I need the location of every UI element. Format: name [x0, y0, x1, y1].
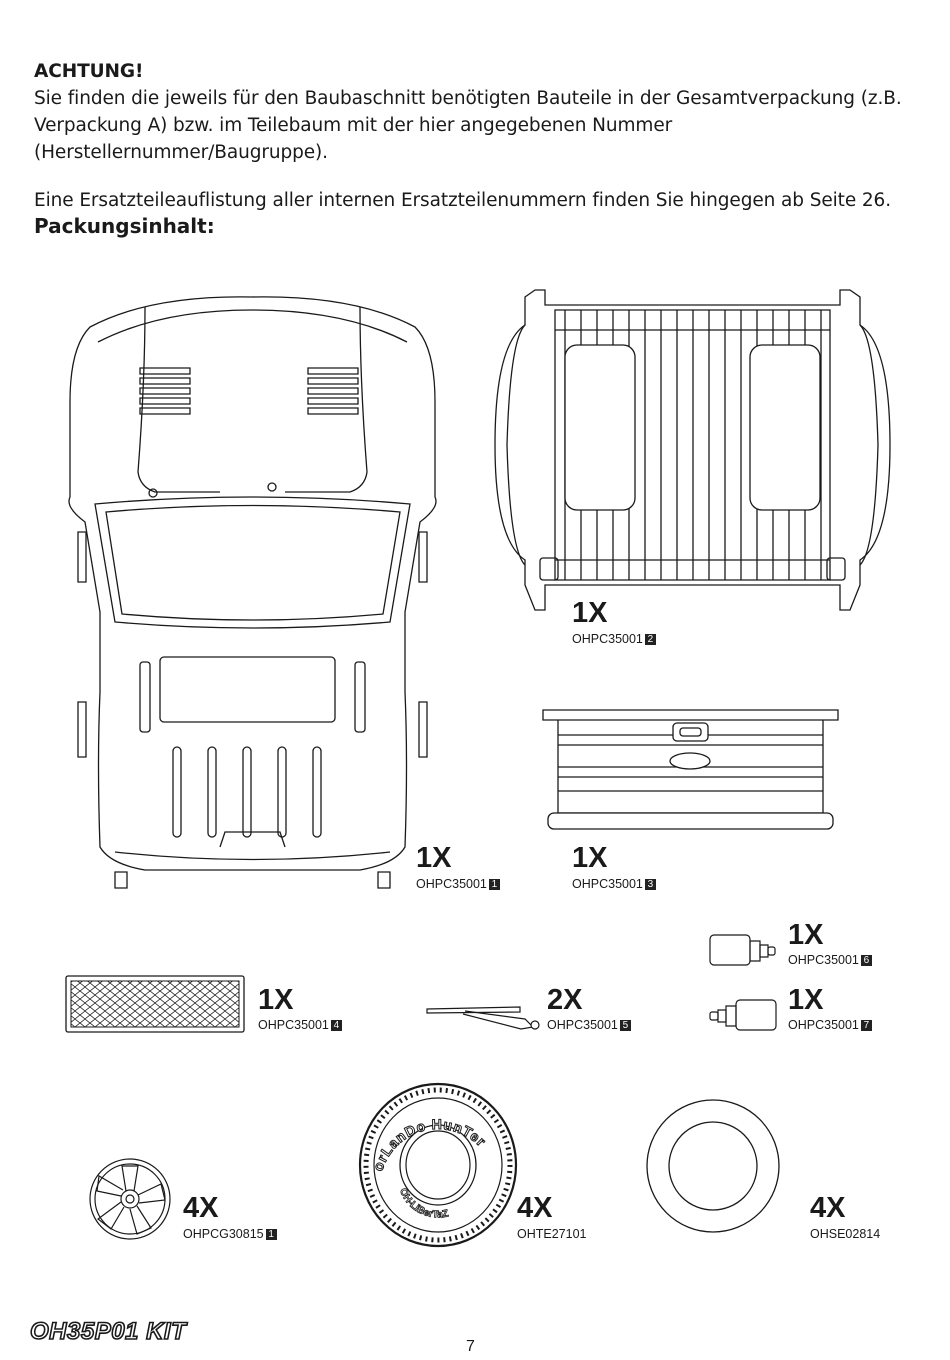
foam-insert-icon — [645, 1098, 781, 1234]
part-4-badge: 4 — [330, 1020, 342, 1031]
part-8-badge: 1 — [265, 1229, 277, 1240]
wiper-icon — [425, 1005, 545, 1033]
kit-logo: OH35P01 KIT — [29, 1317, 187, 1346]
tire-icon: orLanDo HunTer OH-LiBerTaZ — [358, 1082, 518, 1248]
part-9-number: OHTE27101 — [517, 1227, 587, 1241]
part-6-quantity: 1X — [788, 919, 824, 951]
part-7-quantity: 1X — [788, 984, 824, 1016]
part-9-quantity: 4X — [517, 1192, 553, 1224]
part-3-quantity: 1X — [572, 842, 608, 874]
part-4-quantity: 1X — [258, 984, 294, 1016]
warning-heading: ACHTUNG! — [34, 61, 144, 82]
part-6-badge: 6 — [860, 955, 872, 966]
intro-line-3: Eine Ersatzteileauflistung aller interne… — [34, 190, 892, 211]
page-number: 7 — [466, 1338, 475, 1355]
tailgate-icon — [543, 705, 838, 833]
intro-text: ACHTUNG! Sie finden die jeweils für den … — [34, 58, 934, 214]
part-2-quantity: 1X — [572, 597, 608, 629]
part-10-quantity: 4X — [810, 1192, 846, 1224]
grille-icon — [65, 975, 245, 1033]
part-5-quantity: 2X — [547, 984, 583, 1016]
part-5-badge: 5 — [619, 1020, 631, 1031]
wheel-rim-icon — [88, 1157, 172, 1241]
part-3-badge: 3 — [644, 879, 656, 890]
mirror-right-icon — [708, 933, 778, 969]
truck-body-icon — [60, 292, 445, 892]
part-2-badge: 2 — [644, 634, 656, 645]
part-7-badge: 7 — [860, 1020, 872, 1031]
part-1-quantity: 1X — [416, 842, 452, 874]
truck-bed-icon — [495, 285, 890, 610]
part-8-quantity: 4X — [183, 1192, 219, 1224]
part-10-number: OHSE02814 — [810, 1227, 881, 1241]
part-1-badge: 1 — [488, 879, 500, 890]
section-title: Packungsinhalt: — [34, 214, 215, 238]
mirror-left-icon — [706, 998, 778, 1034]
intro-line-2: Verpackung A) bzw. im Teilebaum mit der … — [34, 115, 673, 163]
intro-line-1: Sie finden die jeweils für den Baubaschn… — [34, 88, 902, 109]
